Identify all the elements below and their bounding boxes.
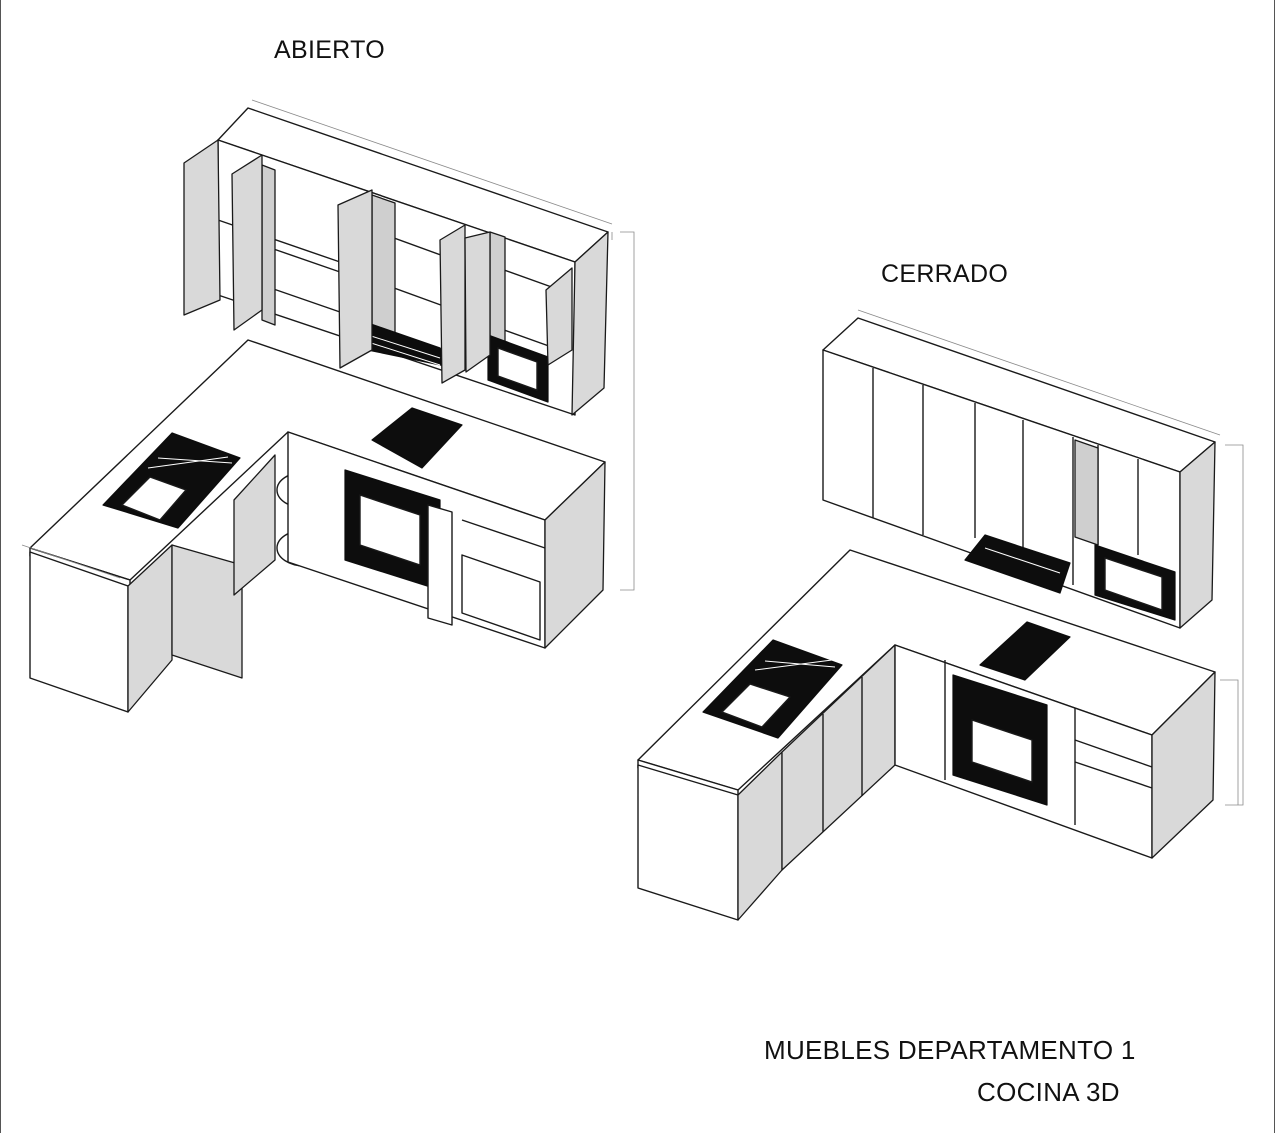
open-view-title: ABIERTO	[274, 36, 385, 64]
open-view-upper-cabinets	[183, 99, 635, 591]
open-view-base-cabinets	[21, 339, 606, 713]
closed-view-title: CERRADO	[881, 260, 1009, 288]
closed-view-base-cabinets	[637, 549, 1239, 921]
closed-view-upper-cabinets	[822, 309, 1244, 806]
drawing-caption-line2: COCINA 3D	[977, 1077, 1120, 1107]
drawing-caption-line1: MUEBLES DEPARTAMENTO 1	[764, 1035, 1136, 1065]
